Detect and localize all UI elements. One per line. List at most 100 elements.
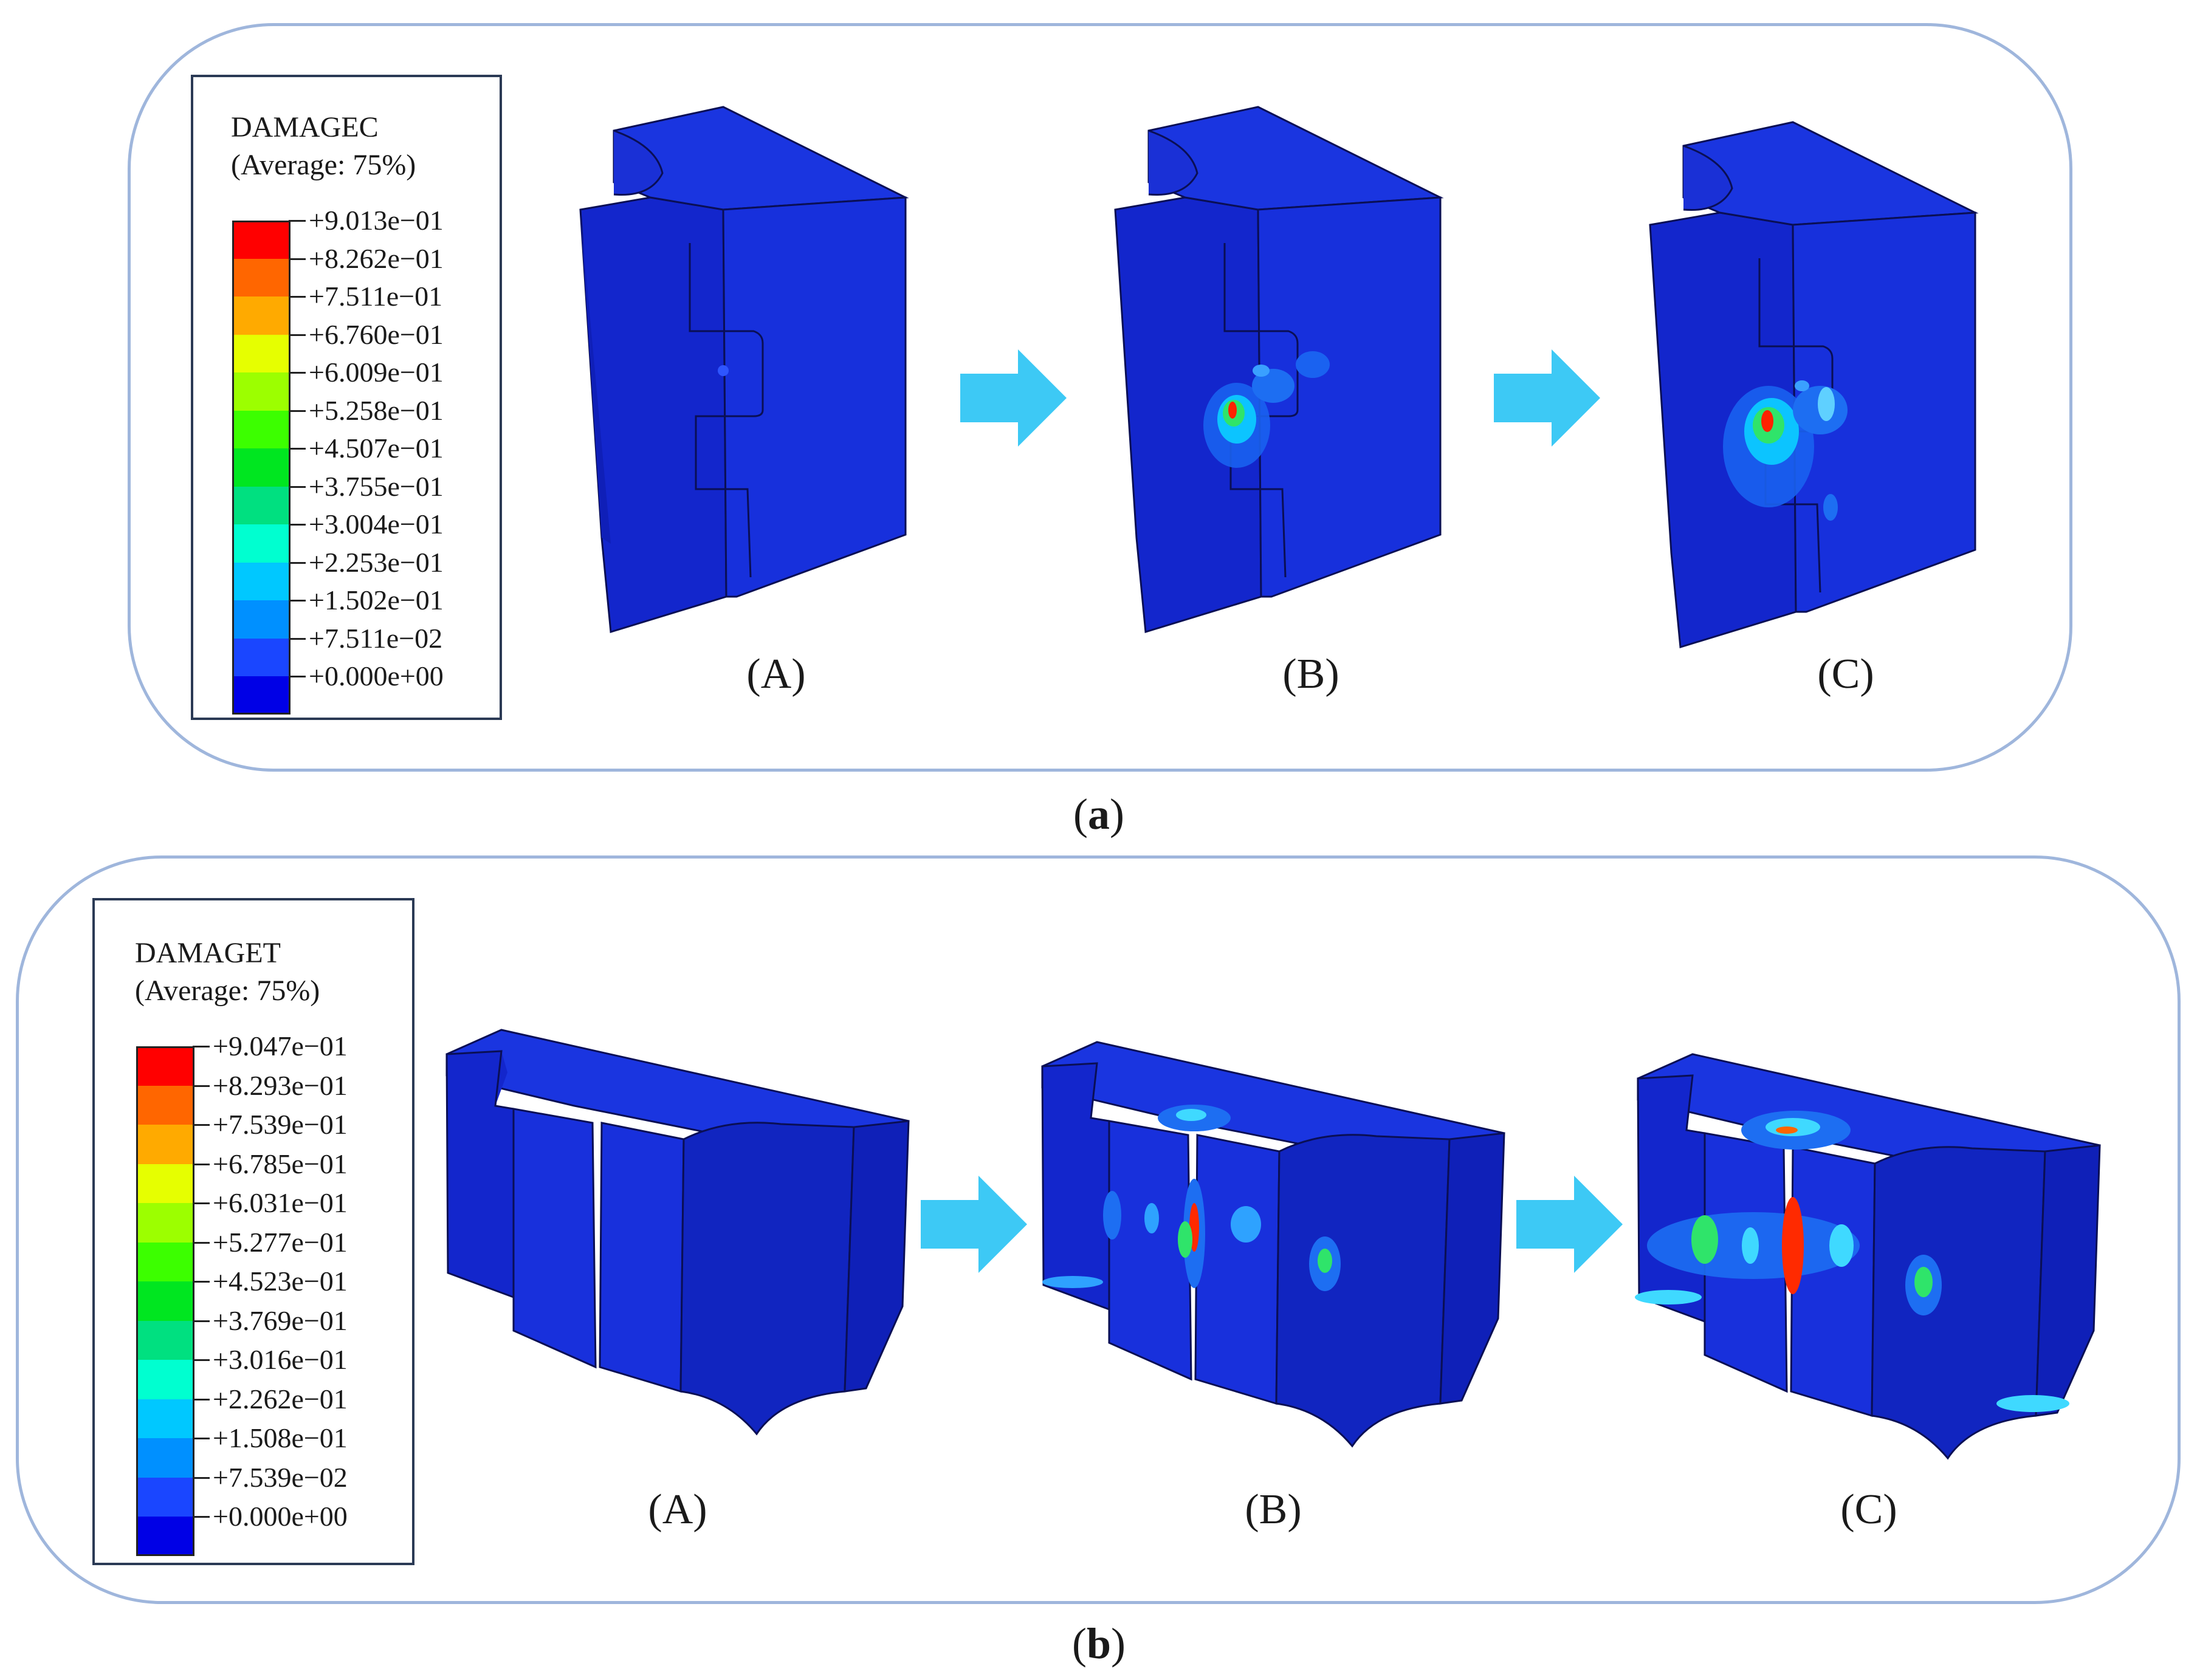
- legend-tick-label: +6.785e−01: [213, 1148, 348, 1179]
- legend-color-band: [232, 600, 291, 639]
- legend-tick: [193, 1202, 210, 1204]
- stage-label-b: (B): [1282, 651, 1339, 698]
- legend-tick-label: +6.009e−01: [309, 357, 444, 388]
- legend-tick: [193, 1398, 210, 1401]
- legend-color-band: [136, 1399, 194, 1438]
- legend-tick-label: +2.262e−01: [213, 1383, 348, 1414]
- legend-title: DAMAGEC: [231, 111, 379, 143]
- legend-tick-label: +7.511e−01: [309, 281, 443, 312]
- legend-tick: [289, 372, 306, 374]
- legend-color-band: [232, 486, 291, 524]
- legend-color-band: [232, 676, 291, 715]
- legend-color-band: [136, 1320, 194, 1360]
- stage-label-a: (A): [746, 651, 806, 698]
- legend-color-band: [232, 638, 291, 676]
- legend-tick-label: +3.755e−01: [309, 470, 444, 502]
- legend-tick-label: +4.507e−01: [309, 433, 444, 464]
- legend-tick: [289, 485, 306, 488]
- legend-color-band: [232, 334, 291, 372]
- legend-tick: [193, 1320, 210, 1322]
- legend-tick-label: +7.511e−02: [309, 622, 443, 654]
- progress-arrow-icon: [960, 349, 1067, 447]
- legend-tick: [289, 561, 306, 564]
- legend-color-band: [232, 372, 291, 411]
- stage-label-c: (C): [1817, 651, 1874, 698]
- model-a-stage-b: [1114, 106, 1444, 633]
- progress-arrow-icon: [1516, 1176, 1623, 1273]
- legend-tick-label: +3.004e−01: [309, 509, 444, 540]
- legend-tick: [289, 448, 306, 450]
- panel-b-frame: [16, 855, 2181, 1604]
- legend-tick-label: +1.502e−01: [309, 585, 444, 615]
- legend-tick-label: +3.016e−01: [213, 1344, 348, 1375]
- legend-tick-label: +6.760e−01: [309, 318, 444, 350]
- legend-color-band: [136, 1046, 194, 1086]
- model-b-stage-c: [1635, 1053, 2101, 1460]
- panel-caption-a: (a): [1073, 790, 1124, 838]
- legend-color-band: [136, 1360, 194, 1399]
- legend-tick-label: +9.047e−01: [213, 1030, 348, 1061]
- legend-tick: [289, 524, 306, 526]
- legend-tick: [193, 1124, 210, 1126]
- legend-tick-label: +8.262e−01: [309, 242, 444, 274]
- legend-color-band: [136, 1281, 194, 1321]
- panel-caption-b: (b): [1071, 1619, 1126, 1668]
- model-b-stage-a: [445, 1029, 910, 1436]
- legend-tick-label: +3.769e−01: [213, 1305, 348, 1336]
- legend-tick: [193, 1281, 210, 1283]
- legend-tick: [193, 1085, 210, 1087]
- legend-color-band: [136, 1085, 194, 1125]
- stage-label-c: (C): [1840, 1486, 1897, 1533]
- legend-color-band: [232, 410, 291, 448]
- legend-tick: [193, 1241, 210, 1244]
- legend-color-band: [232, 221, 291, 259]
- legend-tick: [289, 410, 306, 412]
- legend-tick: [289, 220, 306, 222]
- legend-tick-label: +7.539e−01: [213, 1109, 348, 1140]
- legend-tick-label: +8.293e−01: [213, 1069, 348, 1101]
- legend-tick: [193, 1476, 210, 1479]
- legend-tick-label: +0.000e+00: [309, 660, 444, 691]
- legend-tick-label: +9.013e−01: [309, 205, 444, 236]
- legend-color-band: [136, 1477, 194, 1517]
- panel-a-frame: [128, 23, 2072, 772]
- legend-color-band: [232, 297, 291, 335]
- legend-tick-label: +0.000e+00: [213, 1501, 348, 1532]
- legend-subtitle: (Average: 75%): [231, 149, 416, 181]
- legend-tick: [193, 1516, 210, 1518]
- legend-tick: [193, 1438, 210, 1439]
- legend-title: DAMAGET: [135, 937, 281, 969]
- legend-tick: [289, 600, 306, 602]
- legend-tick-label: +5.277e−01: [213, 1226, 348, 1258]
- legend-tick: [289, 637, 306, 640]
- legend-color-band: [136, 1203, 194, 1243]
- legend-tick-label: +1.508e−01: [213, 1422, 348, 1453]
- legend-tick: [289, 334, 306, 336]
- legend-tick-label: +7.539e−02: [213, 1461, 348, 1493]
- legend-tick-label: +2.253e−01: [309, 546, 444, 578]
- legend-tick: [289, 258, 306, 260]
- progress-arrow-icon: [921, 1176, 1027, 1273]
- legend-color-band: [136, 1242, 194, 1281]
- legend-color-band: [232, 448, 291, 487]
- stage-label-b: (B): [1245, 1486, 1302, 1533]
- stage-label-a: (A): [648, 1486, 707, 1533]
- legend-color-band: [136, 1438, 194, 1478]
- legend-tick-label: +4.523e−01: [213, 1266, 348, 1297]
- legend-color-band: [232, 258, 291, 297]
- legend-damaget: DAMAGET (Average: 75%) +9.047e−01+8.293e…: [92, 898, 414, 1565]
- legend-tick: [193, 1046, 210, 1047]
- legend-color-band: [232, 562, 291, 600]
- legend-color-band: [136, 1164, 194, 1203]
- legend-tick: [193, 1359, 210, 1361]
- legend-color-band: [232, 524, 291, 563]
- legend-tick-label: +6.031e−01: [213, 1187, 348, 1218]
- legend-tick: [193, 1163, 210, 1165]
- progress-arrow-icon: [1494, 349, 1600, 447]
- model-a-stage-a: [579, 106, 909, 633]
- model-b-stage-b: [1041, 1041, 1505, 1448]
- legend-color-band: [136, 1517, 194, 1556]
- legend-tick-label: +5.258e−01: [309, 394, 444, 426]
- legend-tick: [289, 676, 306, 677]
- model-a-stage-c: [1649, 121, 1979, 648]
